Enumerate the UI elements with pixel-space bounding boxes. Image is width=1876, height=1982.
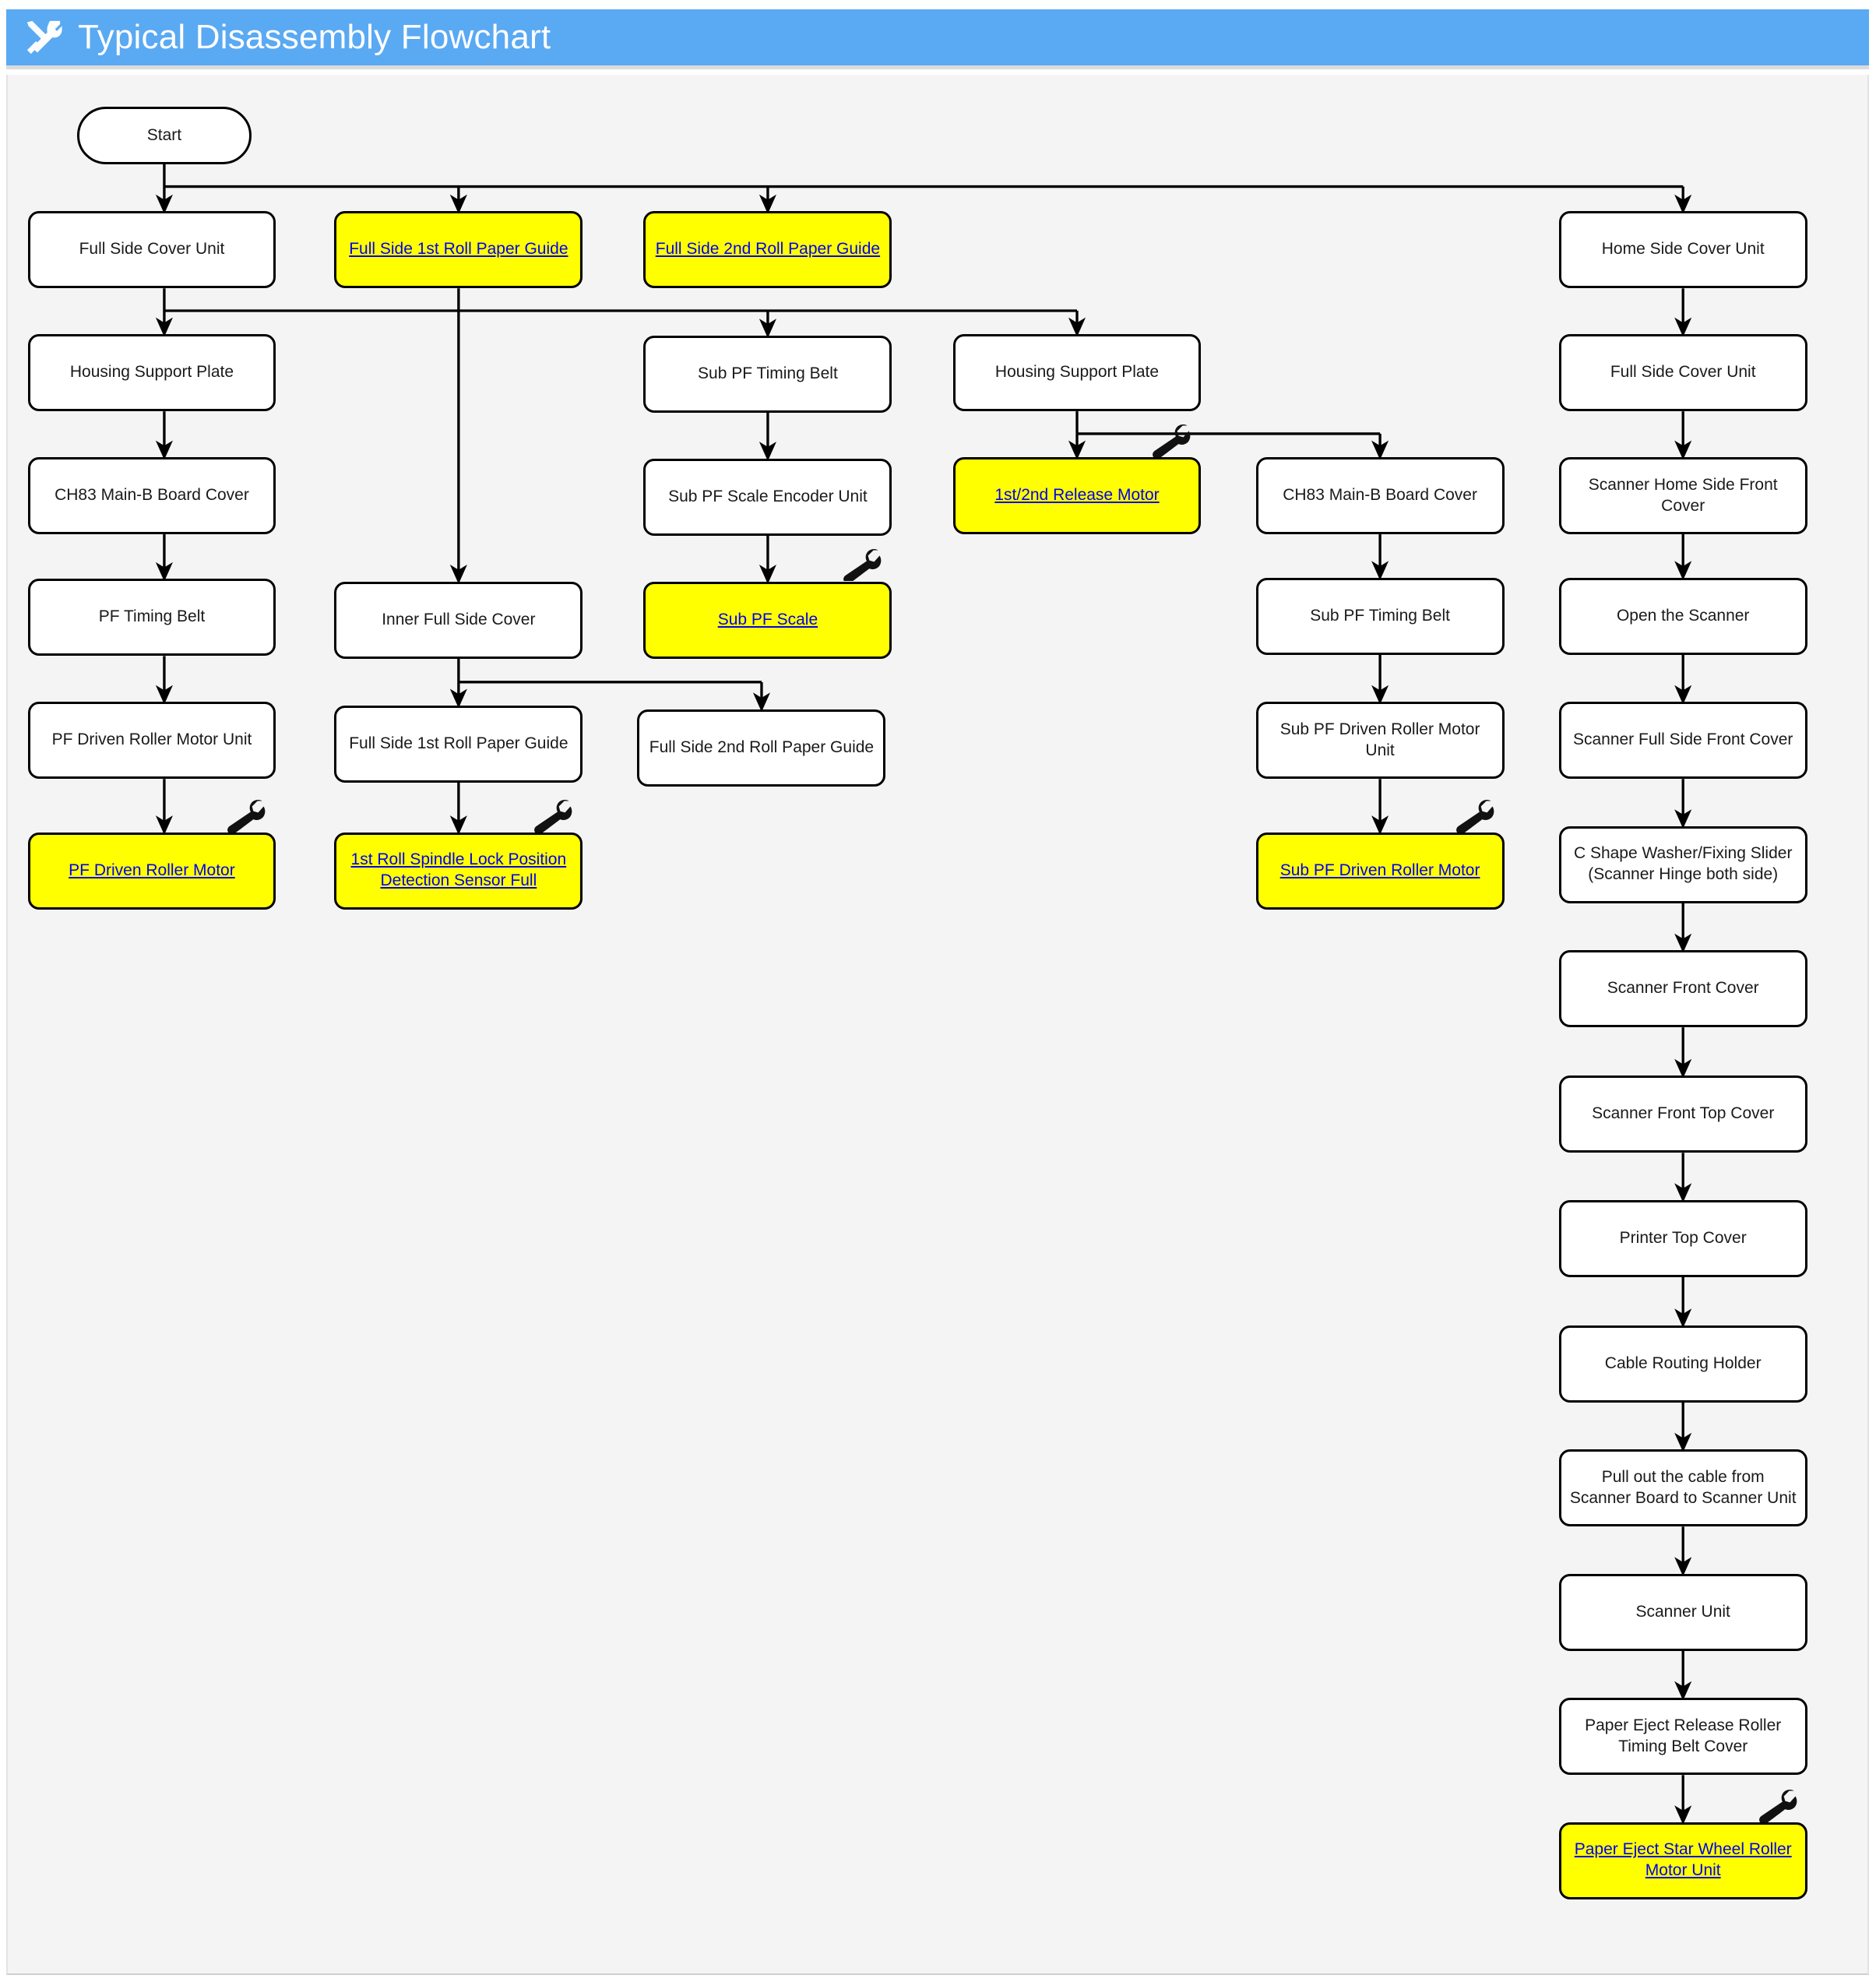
flow-node-c2r5: Full Side 1st Roll Paper Guide [334, 706, 583, 783]
wrench-icon [1452, 798, 1495, 835]
flow-node-c3r5: Full Side 2nd Roll Paper Guide [637, 709, 886, 787]
flow-node-label: Full Side 1st Roll Paper Guide [349, 734, 568, 753]
flow-node-c5r4: Sub PF Timing Belt [1255, 577, 1505, 655]
flow-node-label: Cable Routing Holder [1604, 1354, 1762, 1372]
flow-node-c5r6[interactable]: Sub PF Driven Roller Motor [1255, 832, 1505, 910]
flow-node-c6r9: Printer Top Cover [1558, 1199, 1807, 1277]
flow-node-c3r1[interactable]: Full Side 2nd Roll Paper Guide [643, 211, 892, 289]
flow-node-label: Open the Scanner [1616, 606, 1750, 625]
flow-node-label: Paper Eject Release Roller Timing Belt C… [1585, 1716, 1782, 1755]
flow-node-label: Scanner Unit [1635, 1602, 1730, 1621]
flow-node-label: Paper Eject Star Wheel Roller Motor Unit [1574, 1840, 1792, 1880]
flow-node-c3r4[interactable]: Sub PF Scale [643, 581, 892, 659]
flow-node-label: Inner Full Side Cover [382, 610, 536, 628]
tools-hammer-wrench-icon [26, 20, 62, 55]
flow-node-label: Housing Support Plate [994, 363, 1160, 382]
flow-node-label: CH83 Main-B Board Cover [1283, 486, 1477, 505]
wrench-icon [530, 798, 573, 835]
flow-node-label: Scanner Front Cover [1607, 979, 1759, 998]
flow-node-c6r6: C Shape Washer/Fixing Slider (Scanner Hi… [1558, 826, 1807, 903]
flow-node-label: PF Timing Belt [98, 607, 206, 626]
flow-node-c3r2: Sub PF Timing Belt [643, 335, 892, 413]
flow-node-label: Sub PF Timing Belt [1310, 606, 1450, 625]
flow-node-c1r6[interactable]: PF Driven Roller Motor [27, 832, 276, 910]
flow-node-label: 1st Roll Spindle Lock Position Detection… [350, 850, 567, 890]
flow-node-label: Scanner Full Side Front Cover [1572, 730, 1793, 749]
flow-node-label: Sub PF Scale [717, 610, 818, 628]
wrench-icon [1148, 423, 1191, 459]
flow-node-label: Home Side Cover Unit [1601, 240, 1765, 259]
flow-node-label: PF Driven Roller Motor Unit [51, 730, 252, 749]
flow-node-label: Full Side 1st Roll Paper Guide [349, 240, 568, 259]
title-bar: Typical Disassembly Flowchart [6, 9, 1869, 65]
flow-node-c2r1[interactable]: Full Side 1st Roll Paper Guide [334, 211, 583, 289]
flow-node-c6r7: Scanner Front Cover [1558, 950, 1807, 1028]
flow-node-c1r1: Full Side Cover Unit [27, 211, 276, 289]
flow-node-label: Sub PF Scale Encoder Unit [668, 487, 868, 505]
flow-node-label: Full Side Cover Unit [1610, 363, 1756, 382]
flow-node-label: Full Side Cover Unit [79, 240, 225, 259]
flow-node-c1r3: CH83 Main-B Board Cover [27, 457, 276, 535]
flow-node-label: CH83 Main-B Board Cover [55, 486, 249, 505]
flow-node-label: 1st/2nd Release Motor [994, 486, 1160, 505]
flow-node-c5r3: CH83 Main-B Board Cover [1255, 457, 1505, 535]
wrench-icon [1755, 1788, 1798, 1825]
flow-node-label: PF Driven Roller Motor [69, 861, 235, 879]
flow-node-c4r3[interactable]: 1st/2nd Release Motor [952, 457, 1202, 535]
flow-node-label: Pull out the cable from Scanner Board to… [1569, 1467, 1797, 1507]
flow-node-label: Full Side 2nd Roll Paper Guide [655, 240, 881, 259]
flow-node-c1r5: PF Driven Roller Motor Unit [27, 702, 276, 780]
flowchart-connectors [155, 164, 1692, 1825]
flow-node-c6r12: Scanner Unit [1558, 1573, 1807, 1651]
page-title: Typical Disassembly Flowchart [78, 18, 551, 56]
flow-node-c5r5: Sub PF Driven Roller Motor Unit [1255, 702, 1505, 780]
flow-node-c6r1: Home Side Cover Unit [1558, 211, 1807, 289]
flow-node-label: Sub PF Driven Roller Motor [1279, 861, 1480, 879]
flow-node-c6r5: Scanner Full Side Front Cover [1558, 702, 1807, 780]
flow-node-c6r4: Open the Scanner [1558, 577, 1807, 655]
flow-node-c2r6[interactable]: 1st Roll Spindle Lock Position Detection… [334, 832, 583, 910]
wrench-icon [839, 547, 882, 584]
flow-node-c6r3: Scanner Home Side Front Cover [1558, 457, 1807, 535]
flow-node-label: Sub PF Driven Roller Motor Unit [1279, 720, 1480, 759]
flow-node-label: Scanner Home Side Front Cover [1588, 475, 1778, 515]
wrench-icon [223, 798, 266, 835]
flow-node-c6r11: Pull out the cable from Scanner Board to… [1558, 1449, 1807, 1527]
flow-node-c6r2: Full Side Cover Unit [1558, 334, 1807, 412]
flow-node-c6r10: Cable Routing Holder [1558, 1325, 1807, 1403]
flow-node-label: Start [146, 125, 182, 144]
flow-node-label: Scanner Front Top Cover [1592, 1104, 1775, 1123]
flow-node-c2r4: Inner Full Side Cover [334, 581, 583, 659]
flow-node-c3r3: Sub PF Scale Encoder Unit [643, 458, 892, 536]
flow-node-label: C Shape Washer/Fixing Slider (Scanner Hi… [1573, 844, 1793, 884]
flow-node-c1r2: Housing Support Plate [27, 334, 276, 412]
flow-node-c6r8: Scanner Front Top Cover [1558, 1075, 1807, 1153]
flow-node-c4r2: Housing Support Plate [952, 334, 1202, 412]
flow-node-c1r4: PF Timing Belt [27, 579, 276, 657]
flow-node-label: Full Side 2nd Roll Paper Guide [649, 738, 875, 756]
flow-node-c6r14[interactable]: Paper Eject Star Wheel Roller Motor Unit [1558, 1822, 1807, 1899]
flow-node-label: Printer Top Cover [1619, 1228, 1747, 1247]
flow-node-c6r13: Paper Eject Release Roller Timing Belt C… [1558, 1698, 1807, 1776]
flow-node-label: Sub PF Timing Belt [698, 364, 838, 382]
flow-node-start: Start [77, 107, 252, 164]
flow-node-label: Housing Support Plate [69, 363, 234, 382]
